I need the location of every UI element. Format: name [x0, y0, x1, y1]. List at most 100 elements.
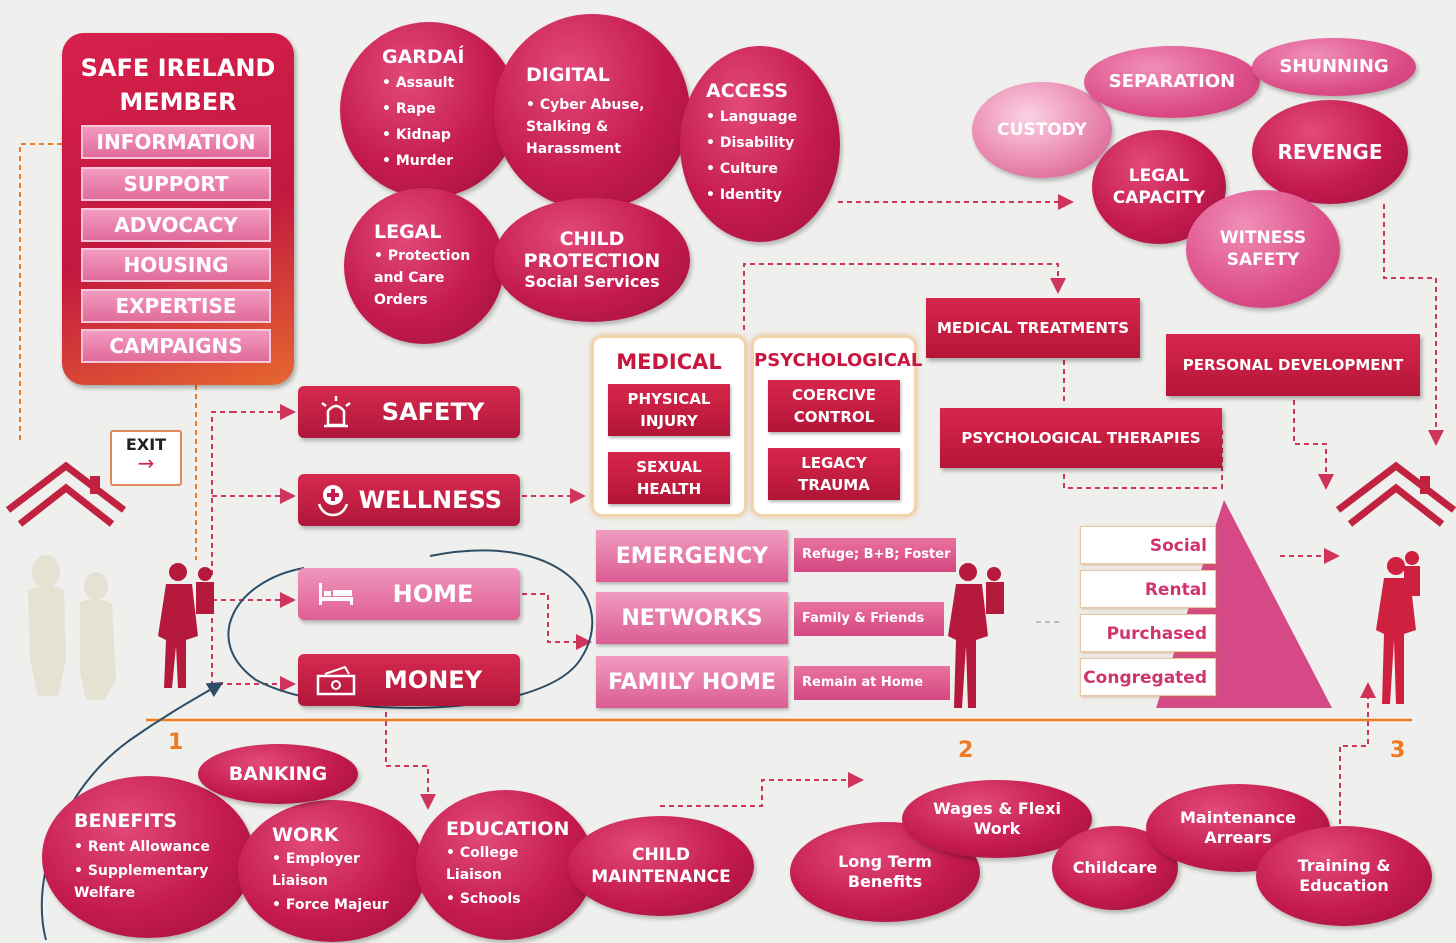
gardai-list: Assault Rape Kidnap Murder	[382, 70, 454, 174]
separation-label: SEPARATION	[1108, 71, 1236, 92]
wages-label: Wages & Flexi Work	[933, 799, 1061, 838]
tenure-social[interactable]: Social	[1080, 526, 1216, 564]
oval-legal-capacity[interactable]: LEGAL CAPACITY	[1092, 130, 1226, 244]
oval-child-maintenance[interactable]: CHILD MAINTENANCE	[568, 816, 754, 916]
safe-ireland-panel: SAFE IRELAND MEMBER SERVICES INFORMATION…	[62, 33, 294, 385]
maintenance-arrears-label: Maintenance Arrears	[1179, 808, 1296, 847]
medical-title: MEDICAL	[616, 350, 722, 374]
psychological-therapies-box[interactable]: PSYCHOLOGICAL THERAPIES	[940, 408, 1222, 468]
service-housing[interactable]: HOUSING	[81, 248, 271, 282]
gardai-item: Rape	[382, 96, 454, 122]
safety-button[interactable]: SAFETY	[298, 386, 520, 438]
sexual-health-chip[interactable]: SEXUAL HEALTH	[608, 452, 730, 504]
woman-child-figure-3	[1376, 551, 1420, 704]
arrow-bottom-mid	[660, 772, 864, 807]
digital-list: Cyber Abuse, Stalking & Harassment	[526, 88, 666, 160]
housing-family-home-tag: Remain at Home	[794, 666, 950, 700]
oval-wages[interactable]: Wages & Flexi Work	[902, 780, 1092, 858]
work-list: Employer Liaison Force Majeur	[272, 848, 402, 918]
education-item: Schools	[446, 886, 566, 912]
oval-gardai[interactable]: GARDAÍ Assault Rape Kidnap Murder	[340, 22, 518, 198]
money-button[interactable]: MONEY	[298, 654, 520, 706]
tenure-purchased[interactable]: Purchased	[1080, 614, 1216, 652]
oval-training[interactable]: Training & Education	[1256, 826, 1432, 926]
training-label: Training & Education	[1297, 856, 1391, 895]
oval-witness-safety[interactable]: WITNESS SAFETY	[1186, 190, 1340, 308]
legal-list: Protection and Care Orders	[374, 245, 484, 311]
benefits-item: Rent Allowance	[74, 834, 234, 860]
custody-label: CUSTODY	[997, 120, 1087, 140]
highlight-arrow	[40, 681, 224, 941]
coercive-control-chip[interactable]: COERCIVE CONTROL	[768, 380, 900, 432]
wellness-label: WELLNESS	[358, 486, 502, 514]
connector-psych-loop	[1063, 430, 1223, 489]
oval-revenge[interactable]: REVENGE	[1252, 100, 1408, 204]
oval-education[interactable]: EDUCATION College Liaison Schools	[416, 790, 594, 940]
service-expertise[interactable]: EXPERTISE	[81, 289, 271, 323]
housing-emergency[interactable]: EMERGENCY	[596, 530, 788, 582]
stage-number: 3	[1390, 738, 1406, 763]
child-maintenance-label: CHILD MAINTENANCE	[591, 845, 731, 887]
oval-shunning[interactable]: SHUNNING	[1252, 38, 1416, 96]
tenure-rental[interactable]: Rental	[1080, 570, 1216, 608]
siren-icon	[308, 392, 364, 432]
arrow-bottom-right	[1339, 682, 1376, 824]
witness-safety-label: WITNESS SAFETY	[1219, 228, 1307, 270]
home-button[interactable]: HOME	[298, 568, 520, 620]
oval-access[interactable]: ACCESS Language Disability Culture Ident…	[680, 46, 840, 242]
childcare-label: Childcare	[1072, 858, 1158, 877]
house-roof-right	[1335, 461, 1456, 527]
benefits-item: Supplementary Welfare	[74, 860, 234, 904]
medical-treatments-box[interactable]: MEDICAL TREATMENTS	[926, 298, 1140, 358]
service-support[interactable]: SUPPORT	[81, 167, 271, 201]
benefits-title: BENEFITS	[74, 810, 178, 832]
oval-separation[interactable]: SEPARATION	[1084, 46, 1260, 118]
legacy-trauma-chip[interactable]: LEGACY TRAUMA	[768, 448, 900, 500]
service-information[interactable]: INFORMATION	[81, 125, 271, 159]
wellness-button[interactable]: WELLNESS	[298, 474, 520, 526]
safety-label: SAFETY	[381, 398, 485, 426]
access-item: Culture	[706, 156, 797, 182]
gardai-item: Assault	[382, 70, 454, 96]
access-item: Disability	[706, 130, 797, 156]
medical-hand-icon	[308, 480, 359, 520]
access-list: Language Disability Culture Identity	[706, 104, 797, 208]
education-item: College Liaison	[446, 842, 566, 886]
oval-benefits[interactable]: BENEFITS Rent Allowance Supplementary We…	[42, 776, 254, 938]
housing-networks[interactable]: NETWORKS	[596, 592, 788, 644]
shunning-label: SHUNNING	[1279, 56, 1389, 77]
access-title: ACCESS	[706, 80, 789, 102]
oval-child-protection[interactable]: CHILD PROTECTION Social Services	[494, 198, 690, 322]
gardai-title: GARDAÍ	[382, 46, 465, 68]
physical-injury-chip[interactable]: PHYSICAL INJURY	[608, 384, 730, 436]
oval-banking[interactable]: BANKING	[198, 744, 358, 804]
oval-custody[interactable]: CUSTODY	[972, 82, 1112, 178]
exit-label: EXIT	[125, 435, 167, 454]
child-protection-line1: CHILD	[559, 228, 625, 250]
connector-branch	[211, 411, 232, 575]
revenge-label: REVENGE	[1277, 140, 1383, 164]
personal-development-box[interactable]: PERSONAL DEVELOPMENT	[1166, 334, 1420, 396]
housing-family-home[interactable]: FAMILY HOME	[596, 656, 788, 708]
education-list: College Liaison Schools	[446, 842, 566, 912]
access-item: Language	[706, 104, 797, 130]
tenure-congregated[interactable]: Congregated	[1080, 658, 1216, 696]
exit-sign: EXIT →	[110, 430, 182, 486]
service-campaigns[interactable]: CAMPAIGNS	[81, 329, 271, 363]
housing-emergency-tag: Refuge; B+B; Foster	[794, 538, 956, 572]
service-advocacy[interactable]: ADVOCACY	[81, 208, 271, 242]
long-term-benefits-label: Long Term Benefits	[838, 852, 932, 891]
arrow-home-housing	[522, 593, 592, 650]
digital-item: Cyber Abuse, Stalking & Harassment	[526, 94, 666, 160]
oval-digital[interactable]: DIGITAL Cyber Abuse, Stalking & Harassme…	[494, 14, 690, 210]
gardai-item: Kidnap	[382, 122, 454, 148]
legal-capacity-label: LEGAL CAPACITY	[1112, 166, 1206, 208]
oval-work[interactable]: WORK Employer Liaison Force Majeur	[238, 800, 426, 942]
oval-legal[interactable]: LEGAL Protection and Care Orders	[344, 188, 504, 344]
gardai-item: Murder	[382, 148, 454, 174]
housing-triangle	[1156, 500, 1332, 708]
money-label: MONEY	[383, 666, 483, 694]
housing-networks-tag: Family & Friends	[794, 602, 944, 636]
safe-title-line1: SAFE IRELAND	[80, 54, 276, 82]
